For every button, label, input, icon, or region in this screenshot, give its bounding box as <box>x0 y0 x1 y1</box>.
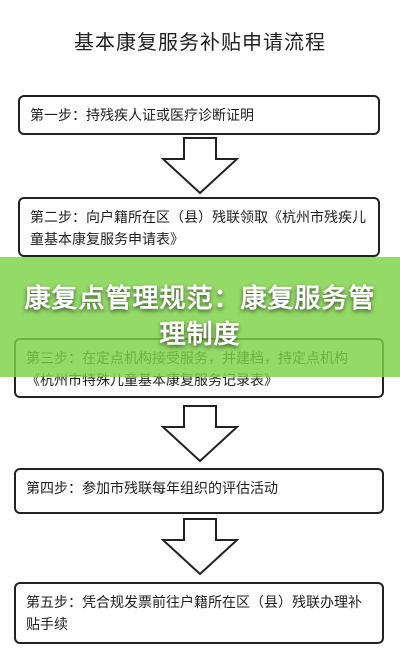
arrow-3 <box>161 405 239 463</box>
arrow-1 <box>161 137 239 195</box>
step-1-box: 第一步：持残疾人证或医疗诊断证明 <box>18 95 380 135</box>
step-5-text: 第五步：凭合规发票前往户籍所在区（县）残联办理补贴手续 <box>26 595 362 633</box>
step-1-text: 第一步：持残疾人证或医疗诊断证明 <box>30 108 254 124</box>
headline-banner: 康复点管理规范：康复服务管理制度 <box>0 257 400 377</box>
step-5-box: 第五步：凭合规发票前往户籍所在区（县）残联办理补贴手续 <box>14 582 384 644</box>
step-4-text: 第四步：参加市残联每年组织的评估活动 <box>26 481 278 497</box>
step-4-box: 第四步：参加市残联每年组织的评估活动 <box>14 468 384 514</box>
step-2-text: 第二步：向户籍所在区（县）残联领取《杭州市残疾儿童基本康复服务申请表》 <box>30 210 366 248</box>
step-2-box: 第二步：向户籍所在区（县）残联领取《杭州市残疾儿童基本康复服务申请表》 <box>18 197 380 257</box>
arrow-4 <box>161 518 239 576</box>
headline-text: 康复点管理规范：康复服务管理制度 <box>24 284 376 350</box>
flowchart-title: 基本康复服务补贴申请流程 <box>74 30 326 54</box>
